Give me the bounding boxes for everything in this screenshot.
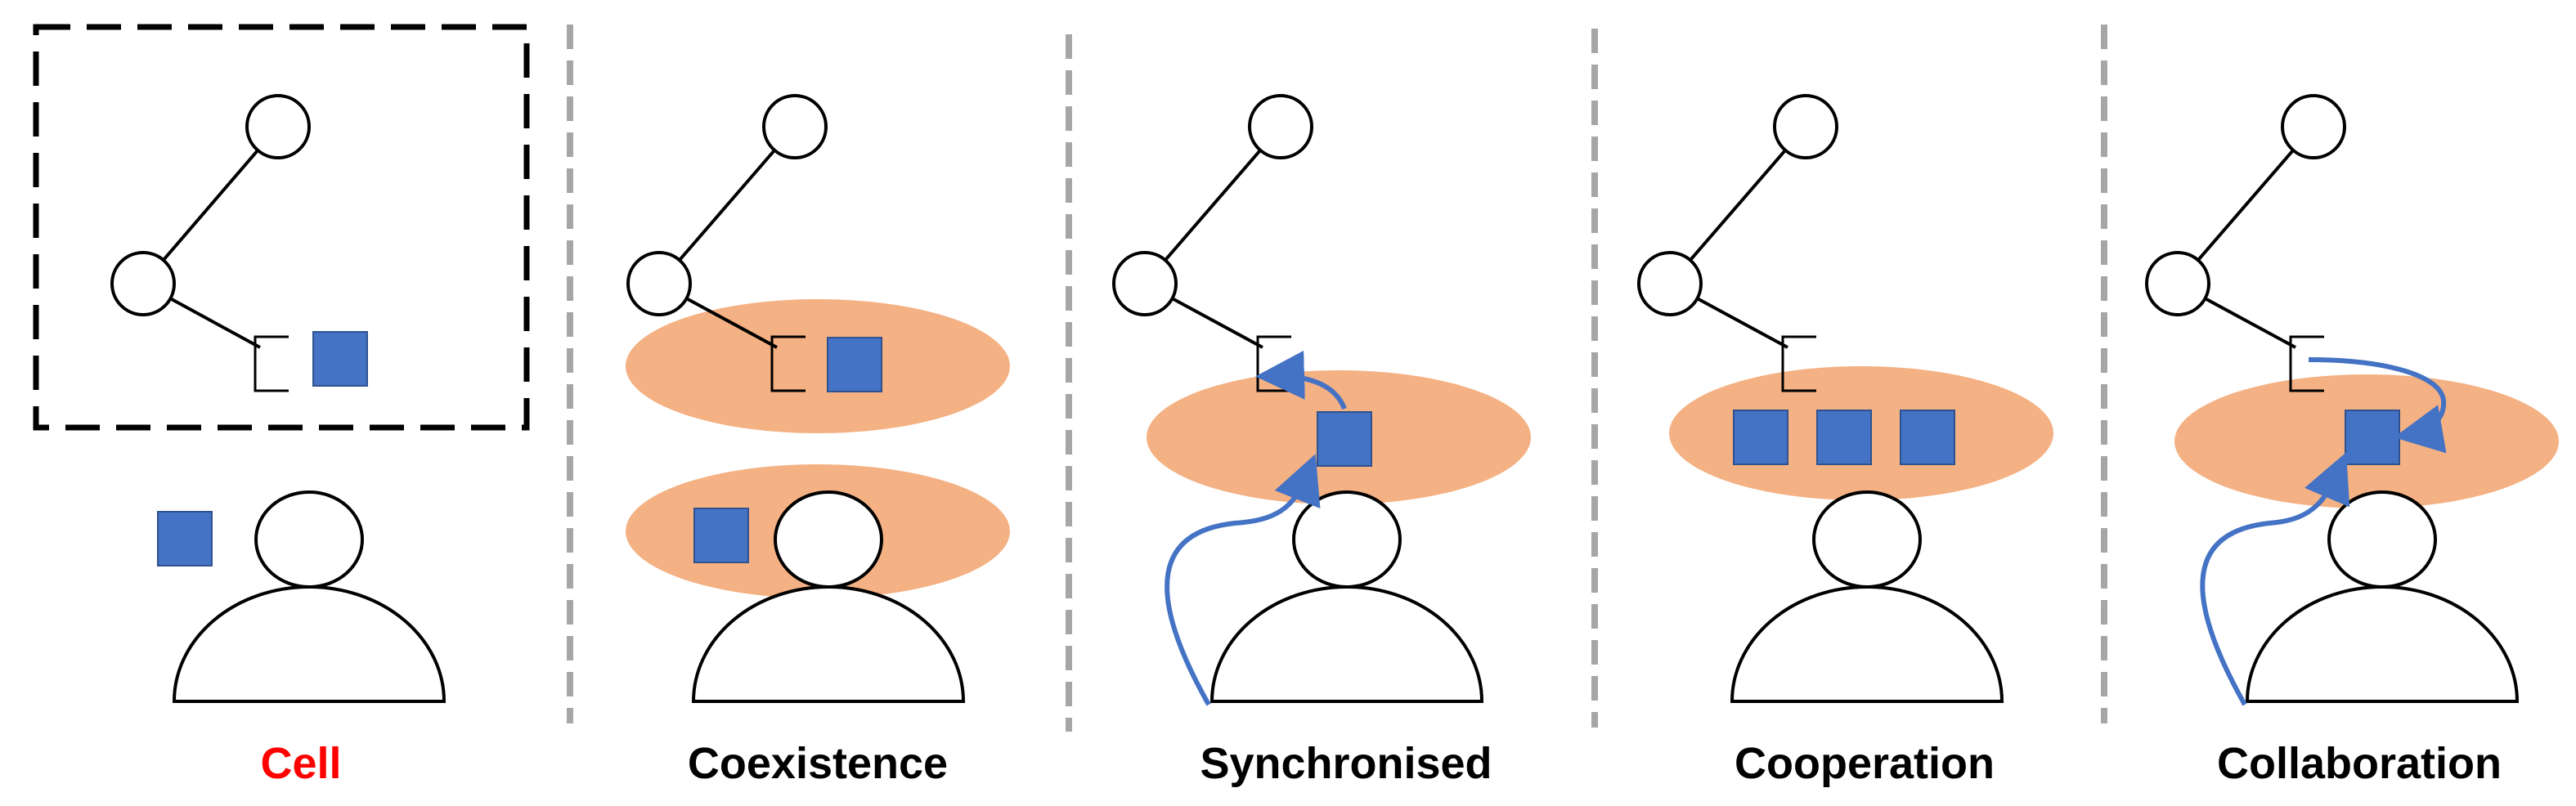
workpiece <box>312 331 368 387</box>
panel-label-cooperation: Cooperation <box>1735 739 1995 788</box>
human-head <box>2327 490 2437 589</box>
workpiece <box>1733 410 1788 465</box>
robot-arm <box>1637 94 1838 392</box>
human-body <box>691 585 966 703</box>
arm-base-joint <box>626 251 692 316</box>
workpiece <box>1317 411 1372 467</box>
panel-label-synchronised: Synchronised <box>1200 739 1492 788</box>
robot-arm <box>1112 94 1313 392</box>
arm-upper-joint <box>2281 94 2346 159</box>
robot-place-arrow <box>2308 357 2447 454</box>
panel-label-collaboration: Collaboration <box>2217 739 2502 788</box>
human-head <box>774 490 883 589</box>
panel-collaboration: Collaboration <box>2145 94 2559 788</box>
human-operator <box>172 490 447 703</box>
arm-upper-joint <box>1773 94 1838 159</box>
arm-base-joint <box>110 251 176 316</box>
arm-base-joint <box>2145 251 2210 316</box>
human-body <box>1209 585 1484 703</box>
human-body <box>2245 585 2520 703</box>
arm-gripper <box>770 335 806 392</box>
panel-coexistence: Coexistence <box>626 94 1010 788</box>
panel-cell: Cell <box>33 24 530 788</box>
arm-upper-joint <box>1248 94 1313 159</box>
arm-upper-joint <box>762 94 828 159</box>
panel-label-cell: Cell <box>260 739 341 788</box>
robot-workspace-zone <box>626 299 1010 433</box>
human-operator <box>1730 490 2004 703</box>
workpiece <box>157 511 213 566</box>
human-head <box>254 490 364 589</box>
human-body <box>172 585 447 703</box>
human-place-arrow <box>2200 452 2350 706</box>
arm-upper-joint <box>245 94 311 159</box>
human-body <box>1730 585 2004 703</box>
robot-cell-boundary <box>33 24 530 431</box>
workpiece <box>827 337 882 392</box>
panel-label-coexistence: Coexistence <box>688 739 948 788</box>
panel-synchronised: Synchronised <box>1112 94 1531 788</box>
robot-arm <box>2145 94 2346 392</box>
arm-base-joint <box>1112 251 1178 316</box>
arm-gripper <box>254 335 289 392</box>
human-head <box>1292 490 1402 589</box>
panel-cooperation: Cooperation <box>1637 94 2053 788</box>
human-operator <box>691 490 966 703</box>
human-place-arrow <box>1165 454 1321 706</box>
robot-arm <box>626 94 828 392</box>
arm-gripper <box>1781 335 1816 392</box>
workpiece <box>1816 410 1872 465</box>
human-head <box>1812 490 1922 589</box>
arm-base-joint <box>1637 251 1703 316</box>
workpiece <box>1900 410 1955 465</box>
workpiece <box>2345 410 2400 465</box>
robot-pick-arrow <box>1255 350 1347 410</box>
human-operator <box>2245 490 2520 703</box>
human-operator <box>1209 490 1484 703</box>
workpiece <box>693 508 749 563</box>
arm-gripper <box>2289 335 2324 392</box>
robot-arm <box>110 94 311 392</box>
